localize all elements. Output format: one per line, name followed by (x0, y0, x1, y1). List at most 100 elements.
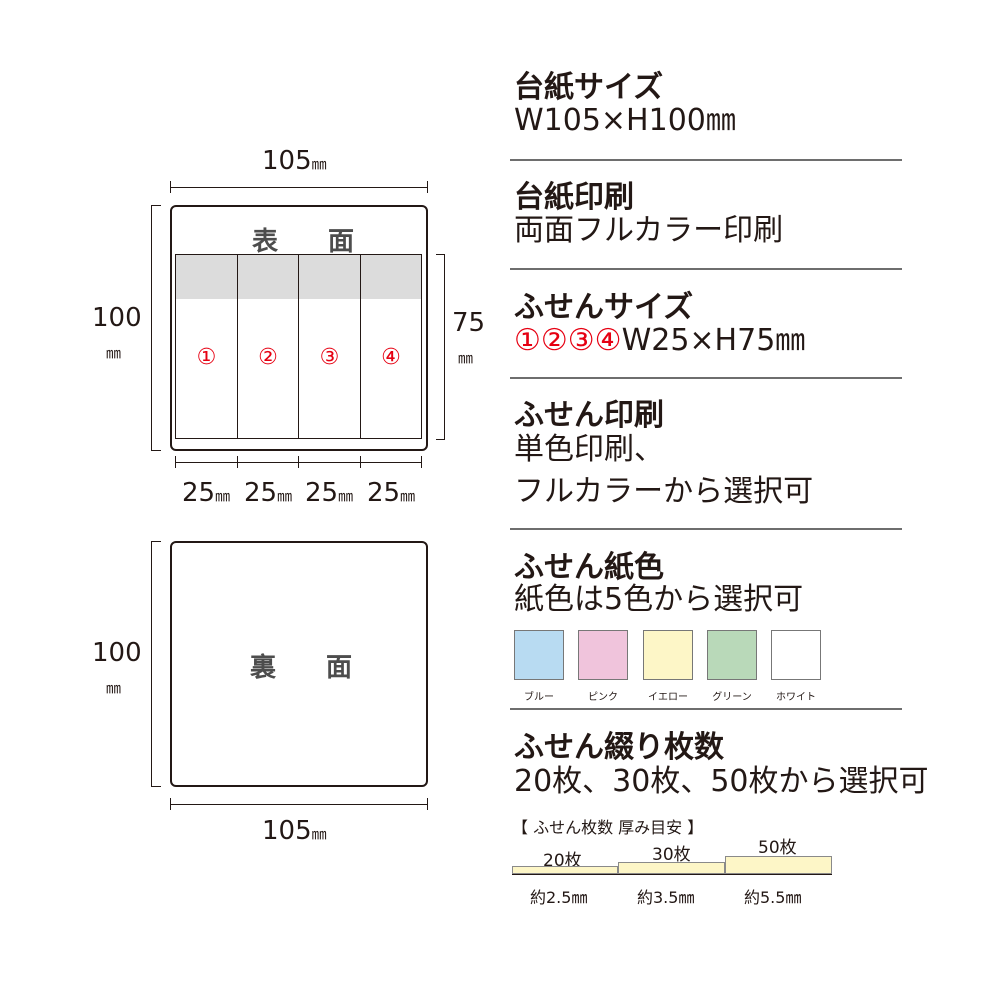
note-number: ④ (381, 345, 401, 370)
dimension-unit: ㎜ (311, 825, 327, 843)
note-width-dimension-4: 25㎜ (367, 480, 415, 506)
stack-thickness-label: 約2.5㎜ (530, 888, 588, 907)
note-size-text: W25×H75㎜ (621, 323, 806, 358)
dimension-tick (237, 456, 238, 468)
dimension-tick (421, 456, 422, 468)
note-width-dimension-1: 25㎜ (182, 480, 230, 506)
mount-print-value: 両面フルカラー印刷 (514, 213, 784, 248)
stack-30 (618, 862, 725, 874)
divider (510, 708, 902, 710)
swatch-yellow (643, 630, 693, 680)
dimension-tick (151, 541, 161, 542)
note-print-title: ふせん印刷 (514, 398, 664, 433)
divider (510, 159, 902, 161)
swatch-green (707, 630, 757, 680)
dimension-tick (151, 205, 161, 206)
mount-size-value: W105×H100㎜ (514, 103, 736, 138)
dimension-unit: ㎜ (338, 487, 354, 505)
dimension-line (444, 254, 445, 440)
back-height-dimension-unit: ㎜ (106, 672, 121, 698)
note-size-title: ふせんサイズ (514, 290, 694, 325)
note-height-dimension-unit: ㎜ (458, 342, 473, 368)
dimension-tick (175, 456, 176, 468)
dimension-tick (151, 450, 161, 451)
dimension-unit: ㎜ (106, 679, 122, 697)
dimension-line (151, 541, 152, 787)
note-color-value: 紙色は5色から選択可 (514, 582, 804, 617)
sticky-note-1: ① (175, 254, 237, 439)
divider (510, 377, 902, 379)
note-count-value: 20枚、30枚、50枚から選択可 (514, 764, 929, 799)
dimension-value: 105 (262, 146, 312, 176)
swatch-label: グリーン (712, 692, 752, 703)
back-card: 裏 面 (170, 541, 428, 787)
swatch-label: ピンク (588, 692, 618, 703)
dimension-value: 25 (367, 478, 401, 508)
dimension-line (151, 205, 152, 451)
sticky-note-4: ④ (360, 254, 422, 439)
dimension-unit: ㎜ (311, 155, 327, 173)
back-label: 裏 面 (250, 653, 365, 683)
note-band (299, 255, 360, 299)
dimension-value: 25 (182, 478, 216, 508)
note-width-dimension-2: 25㎜ (244, 480, 292, 506)
thickness-guide-title: 【 ふせん枚数 厚み目安 】 (512, 818, 704, 837)
note-number: ① (196, 345, 217, 370)
note-print-value-2: フルカラーから選択可 (514, 474, 814, 509)
dimension-tick (360, 456, 361, 468)
note-width-dimension-3: 25㎜ (305, 480, 353, 506)
note-band (238, 255, 298, 299)
dimension-line (170, 804, 428, 805)
dimension-value: 105 (262, 816, 312, 846)
front-width-dimension: 105㎜ (262, 148, 327, 174)
note-band (176, 255, 237, 299)
stack-20 (512, 866, 618, 874)
note-number: ② (258, 345, 278, 370)
dimension-unit: ㎜ (277, 487, 293, 505)
stack-thickness-label: 約3.5㎜ (637, 888, 695, 907)
swatch-blue (514, 630, 564, 680)
mount-size-title: 台紙サイズ (514, 70, 664, 105)
dimension-tick (151, 786, 161, 787)
divider (510, 528, 902, 530)
dimension-value: 25 (244, 478, 278, 508)
dimension-unit: ㎜ (458, 349, 474, 367)
dimension-unit: ㎜ (106, 344, 122, 362)
note-color-title: ふせん紙色 (514, 550, 664, 585)
dimension-unit: ㎜ (400, 487, 416, 505)
dimension-tick (427, 798, 428, 810)
note-numbers: ①②③④ (514, 323, 622, 358)
back-height-dimension-value: 100 (92, 638, 142, 668)
front-label: 表 面 (252, 227, 367, 257)
swatch-label: ホワイト (776, 692, 816, 703)
baseline (512, 874, 832, 875)
stack-sheets-label: 50枚 (758, 838, 797, 858)
divider (510, 268, 902, 270)
dimension-tick (170, 798, 171, 810)
dimension-value: 25 (305, 478, 339, 508)
dimension-line (170, 187, 428, 188)
swatch-label: イエロー (648, 692, 688, 703)
sticky-note-3: ③ (298, 254, 360, 439)
dimension-tick (436, 439, 445, 440)
note-height-dimension-value: 75 (452, 308, 486, 338)
dimension-tick (170, 181, 171, 193)
note-number: ③ (319, 345, 340, 370)
dimension-tick (436, 254, 445, 255)
swatch-label: ブルー (524, 692, 554, 703)
dimension-unit: ㎜ (215, 487, 231, 505)
stack-thickness-label: 約5.5㎜ (744, 888, 802, 907)
front-height-dimension-unit: ㎜ (106, 337, 121, 363)
mount-print-title: 台紙印刷 (514, 180, 634, 215)
back-width-dimension: 105㎜ (262, 818, 327, 844)
note-size-value: ①②③④W25×H75㎜ (514, 323, 805, 359)
dimension-tick (427, 181, 428, 193)
front-height-dimension-value: 100 (92, 303, 142, 333)
note-count-title: ふせん綴り枚数 (514, 730, 724, 765)
swatch-pink (578, 630, 628, 680)
stack-50 (725, 856, 832, 874)
sticky-note-2: ② (237, 254, 298, 439)
note-band (361, 255, 421, 299)
dimension-tick (298, 456, 299, 468)
swatch-white (771, 630, 821, 680)
